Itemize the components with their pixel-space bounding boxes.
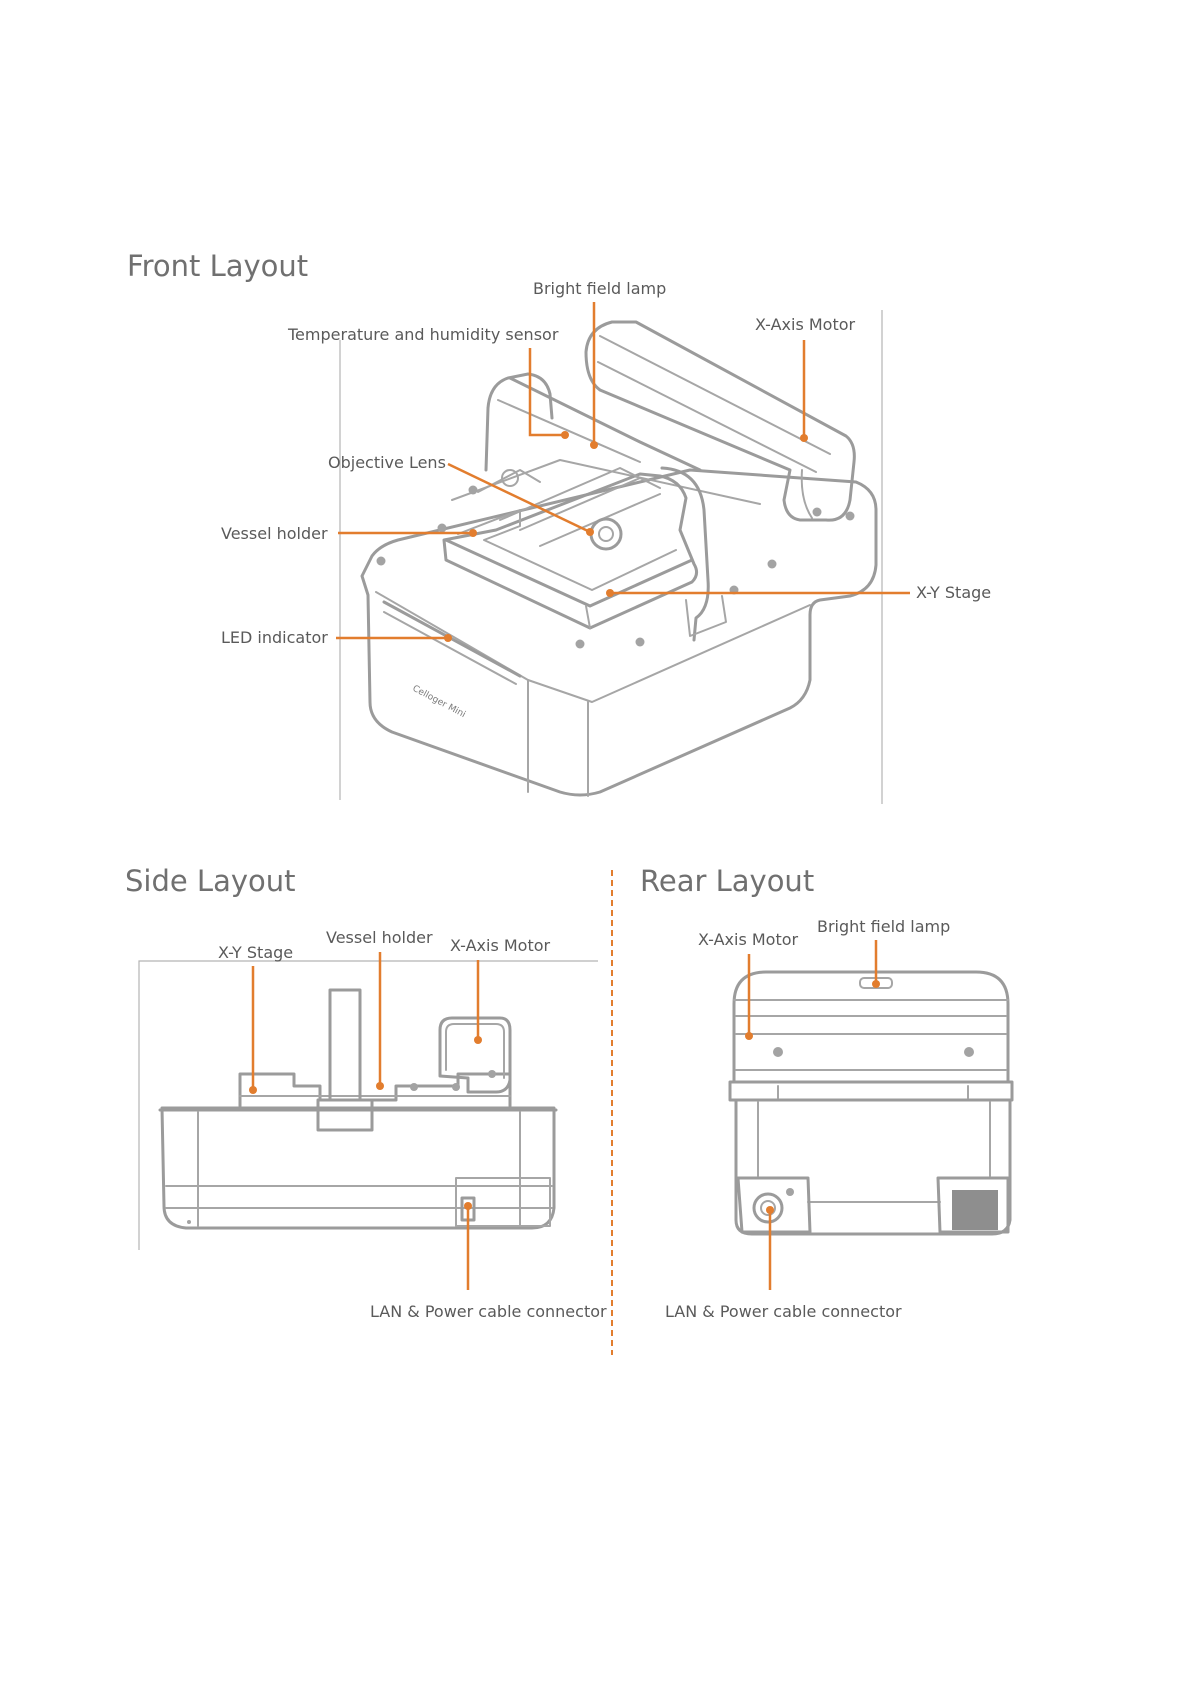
rear-device-illustration [730, 972, 1012, 1234]
front-dot-temperature-sensor [561, 431, 569, 439]
front-screw [813, 508, 822, 517]
front-label-bright-field-lamp: Bright field lamp [533, 279, 666, 298]
side-label-vessel-holder: Vessel holder [326, 928, 433, 947]
rear-label-bright-field-lamp: Bright field lamp [817, 917, 950, 936]
rear-screw [786, 1188, 794, 1196]
side-frame [139, 961, 598, 1250]
side-callout-x-axis-motor: X-Axis Motor [450, 936, 551, 1044]
rear-middle-band [730, 1082, 1012, 1100]
rear-label-lan-power: LAN & Power cable connector [665, 1302, 902, 1321]
side-x-axis-motor [440, 1018, 510, 1092]
side-screw [410, 1083, 418, 1091]
front-platform-back [452, 460, 760, 504]
rear-label-x-axis-motor: X-Axis Motor [698, 930, 799, 949]
front-stage-top-edge [446, 540, 692, 606]
rear-callout-lan-power: LAN & Power cable connector [665, 1206, 902, 1321]
side-callout-lan-power: LAN & Power cable connector [370, 1202, 607, 1321]
rear-callout-x-axis-motor: X-Axis Motor [698, 930, 799, 1040]
front-dot-objective-lens [586, 528, 594, 536]
front-vessel-rail-1 [500, 468, 660, 520]
side-device-illustration [160, 990, 556, 1228]
side-motor-inner [446, 1024, 504, 1078]
side-tower-foot [318, 1100, 372, 1130]
front-motor-housing [586, 322, 854, 520]
rear-vent-grille [952, 1190, 998, 1230]
side-label-lan-power: LAN & Power cable connector [370, 1302, 607, 1321]
front-screw [576, 640, 585, 649]
front-base-edge [376, 592, 528, 792]
side-label-x-axis-motor: X-Axis Motor [450, 936, 551, 955]
side-dot-lan-power [464, 1202, 472, 1210]
rear-dot-bright-field-lamp [872, 980, 880, 988]
front-stage-corner [586, 606, 590, 628]
side-label-xy-stage: X-Y Stage [218, 943, 293, 962]
front-label-objective-lens: Objective Lens [328, 453, 446, 472]
rear-dot-x-axis-motor [745, 1032, 753, 1040]
front-layout-title: Front Layout [127, 249, 308, 283]
side-screw [452, 1083, 460, 1091]
front-xy-stage [444, 474, 697, 628]
front-brand-text: Celloger Mini [411, 684, 467, 720]
front-dot-led-indicator [444, 634, 452, 642]
front-motor-line-2 [598, 362, 816, 472]
side-screw [488, 1070, 496, 1078]
front-device-illustration: Celloger Mini [362, 322, 876, 796]
rear-layout: Rear Layout [640, 864, 1012, 1321]
rear-screw [964, 1047, 974, 1057]
front-label-vessel-holder: Vessel holder [221, 524, 328, 543]
front-callout-xy-stage: X-Y Stage [606, 583, 991, 602]
side-layout-title: Side Layout [125, 864, 296, 898]
side-tower [330, 990, 360, 1100]
rear-screw [773, 1047, 783, 1057]
side-dot-xy-stage [249, 1086, 257, 1094]
side-layout: Side Layout [125, 864, 607, 1321]
side-screw [187, 1220, 191, 1224]
front-tower-outline [486, 374, 552, 470]
front-screw [438, 524, 447, 533]
front-layout: Front Layout Celloger Mini [127, 249, 991, 804]
front-callout-temperature-sensor: Temperature and humidity sensor [287, 325, 569, 439]
front-led-strip-2 [384, 612, 516, 684]
front-screw [846, 512, 855, 521]
side-dot-vessel-holder [376, 1082, 384, 1090]
rear-dot-lan-power [766, 1206, 774, 1214]
side-callout-xy-stage: X-Y Stage [218, 943, 293, 1094]
side-dot-x-axis-motor [474, 1036, 482, 1044]
front-screw [768, 560, 777, 569]
front-dot-bright-field-lamp [590, 441, 598, 449]
front-dot-x-axis-motor [800, 434, 808, 442]
front-label-xy-stage: X-Y Stage [916, 583, 991, 602]
front-label-temperature-sensor: Temperature and humidity sensor [287, 325, 559, 344]
side-callout-vessel-holder: Vessel holder [326, 928, 433, 1090]
front-label-x-axis-motor: X-Axis Motor [755, 315, 856, 334]
front-objective-lens-outer [591, 519, 621, 549]
front-label-led-indicator: LED indicator [221, 628, 328, 647]
front-dot-xy-stage [606, 589, 614, 597]
side-base-outline [162, 1108, 554, 1228]
front-objective-lens-inner [599, 527, 613, 541]
front-tower-foot [478, 470, 540, 492]
front-screw [377, 557, 386, 566]
front-screw [469, 486, 478, 495]
front-dot-vessel-holder [469, 529, 477, 537]
front-screw [636, 638, 645, 647]
rear-layout-title: Rear Layout [640, 864, 814, 898]
front-motor-line-1 [600, 336, 830, 454]
